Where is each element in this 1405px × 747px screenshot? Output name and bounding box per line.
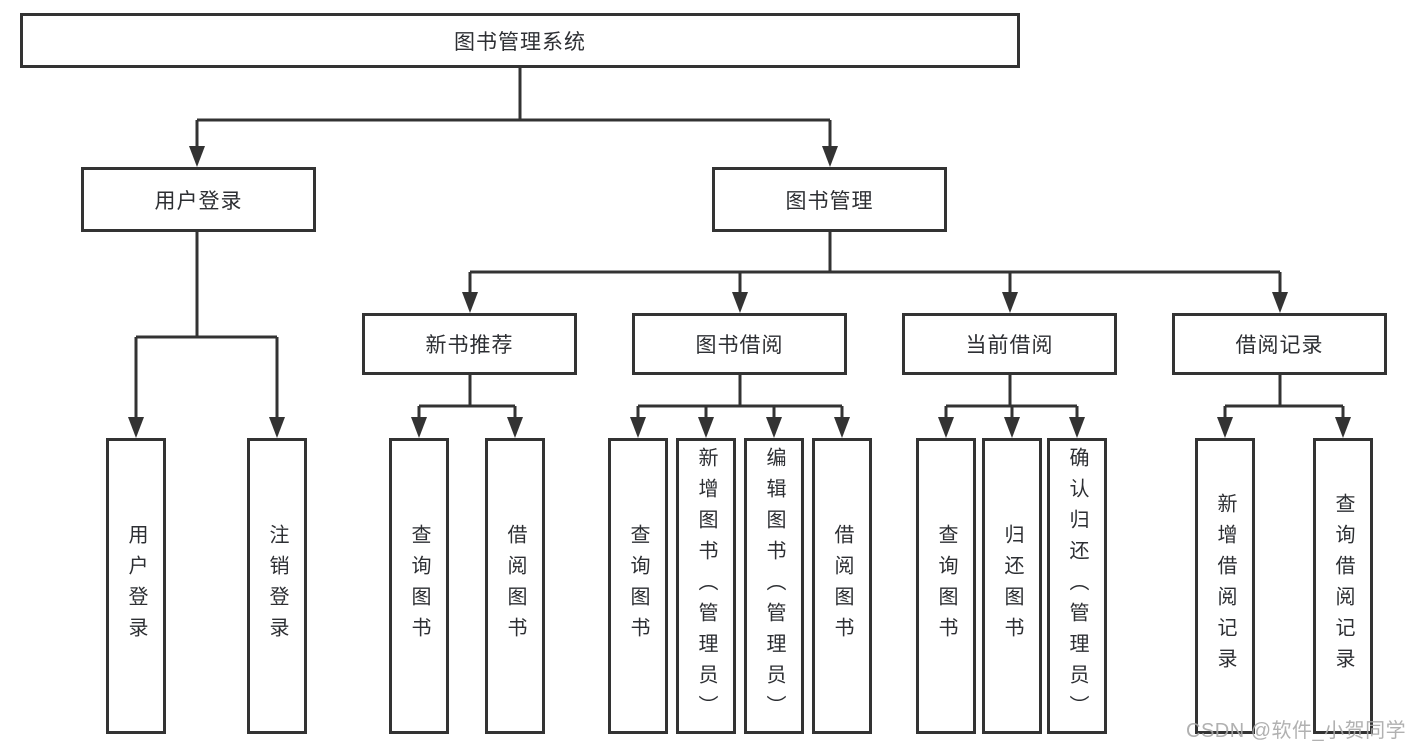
arrow-icon xyxy=(507,417,523,438)
arrow-icon xyxy=(462,292,478,313)
leaf-edit-books-admin: 编辑图书（管理员） xyxy=(744,438,804,734)
leaf-logout: 注销登录 xyxy=(247,438,307,734)
node-book-borrowing: 图书借阅 xyxy=(632,313,847,375)
leaf-add-books-admin: 新增图书（管理员） xyxy=(676,438,736,734)
node-book-management: 图书管理 xyxy=(712,167,947,232)
leaf-query-books: 查询图书 xyxy=(916,438,976,734)
leaf-return-books: 归还图书 xyxy=(982,438,1042,734)
arrow-icon xyxy=(128,417,144,438)
leaf-borrow-books: 借阅图书 xyxy=(812,438,872,734)
arrow-icon xyxy=(1272,292,1288,313)
arrow-icon xyxy=(630,417,646,438)
arrow-icon xyxy=(189,146,205,167)
leaf-query-books: 查询图书 xyxy=(608,438,668,734)
leaf-user-login: 用户登录 xyxy=(106,438,166,734)
arrow-icon xyxy=(822,146,838,167)
arrow-icon xyxy=(834,417,850,438)
arrow-icon xyxy=(411,417,427,438)
arrow-icon xyxy=(766,417,782,438)
node-library-management-system: 图书管理系统 xyxy=(20,13,1020,68)
arrow-icon xyxy=(1217,417,1233,438)
node-user-login: 用户登录 xyxy=(81,167,316,232)
arrow-icon xyxy=(1335,417,1351,438)
leaf-confirm-return-admin: 确认归还（管理员） xyxy=(1047,438,1107,734)
arrowheads xyxy=(128,146,1351,438)
arrow-icon xyxy=(732,292,748,313)
tree-edges xyxy=(134,68,1345,421)
arrow-icon xyxy=(938,417,954,438)
arrow-icon xyxy=(1002,292,1018,313)
arrow-icon xyxy=(698,417,714,438)
arrow-icon xyxy=(1004,417,1020,438)
node-new-book-recommend: 新书推荐 xyxy=(362,313,577,375)
leaf-borrow-books: 借阅图书 xyxy=(485,438,545,734)
arrow-icon xyxy=(269,417,285,438)
leaf-query-borrow-record: 查询借阅记录 xyxy=(1313,438,1373,734)
node-current-borrowing: 当前借阅 xyxy=(902,313,1117,375)
node-borrowing-records: 借阅记录 xyxy=(1172,313,1387,375)
leaf-add-borrow-record: 新增借阅记录 xyxy=(1195,438,1255,734)
arrow-icon xyxy=(1069,417,1085,438)
csdn-watermark: CSDN @软件_小贺同学 xyxy=(1186,720,1405,742)
leaf-query-books: 查询图书 xyxy=(389,438,449,734)
